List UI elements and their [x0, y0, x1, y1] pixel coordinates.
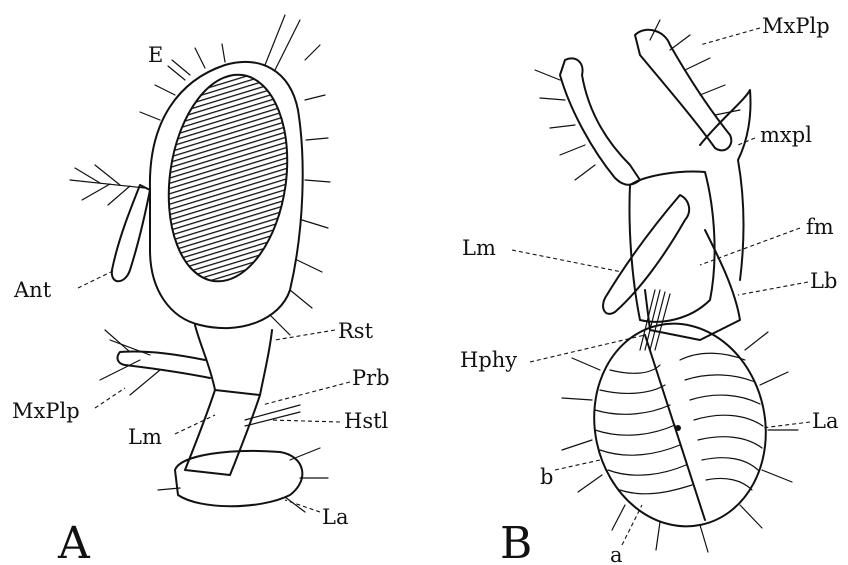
- antenna: [112, 185, 150, 281]
- maxillary-palp-b-right: [635, 30, 731, 151]
- labella-center-dot: [675, 425, 681, 431]
- label-prb: Prb: [352, 366, 390, 390]
- label-ant: Ant: [13, 278, 52, 302]
- fulcrum: [629, 172, 714, 322]
- labella-a: [175, 451, 302, 506]
- panel-a-letter: A: [57, 518, 91, 565]
- label-la-a: La: [322, 505, 348, 529]
- labella-ribs: [595, 353, 763, 494]
- panel-b-labels: MxPlp mxpl fm Lm Lb Hphy La b a B: [460, 14, 838, 565]
- rostrum: [195, 325, 272, 395]
- label-a: a: [610, 543, 623, 565]
- proboscis: [185, 390, 260, 475]
- compound-eye: [156, 67, 300, 289]
- labella-midline: [645, 335, 705, 520]
- label-e: E: [148, 43, 163, 67]
- label-lb: Lb: [810, 269, 837, 293]
- panel-b-letter: B: [500, 518, 532, 565]
- label-b: b: [540, 465, 553, 489]
- label-lm-a: Lm: [128, 425, 162, 449]
- label-mxpl: mxpl: [760, 123, 812, 147]
- labium: [645, 230, 740, 340]
- label-hstl: Hstl: [344, 409, 389, 433]
- label-fm: fm: [806, 215, 834, 239]
- label-mxplp-b: MxPlp: [762, 14, 830, 38]
- label-mxplp-a: MxPlp: [12, 399, 80, 423]
- label-la-b: La: [812, 409, 838, 433]
- panel-a-drawing: [70, 15, 350, 512]
- panel-b-drawing: [512, 20, 810, 552]
- labella-b: [576, 308, 785, 543]
- label-hphy: Hphy: [460, 348, 517, 372]
- label-lm-b: Lm: [462, 236, 496, 260]
- maxillary-palp-b-left: [560, 58, 640, 184]
- label-rst: Rst: [338, 319, 374, 343]
